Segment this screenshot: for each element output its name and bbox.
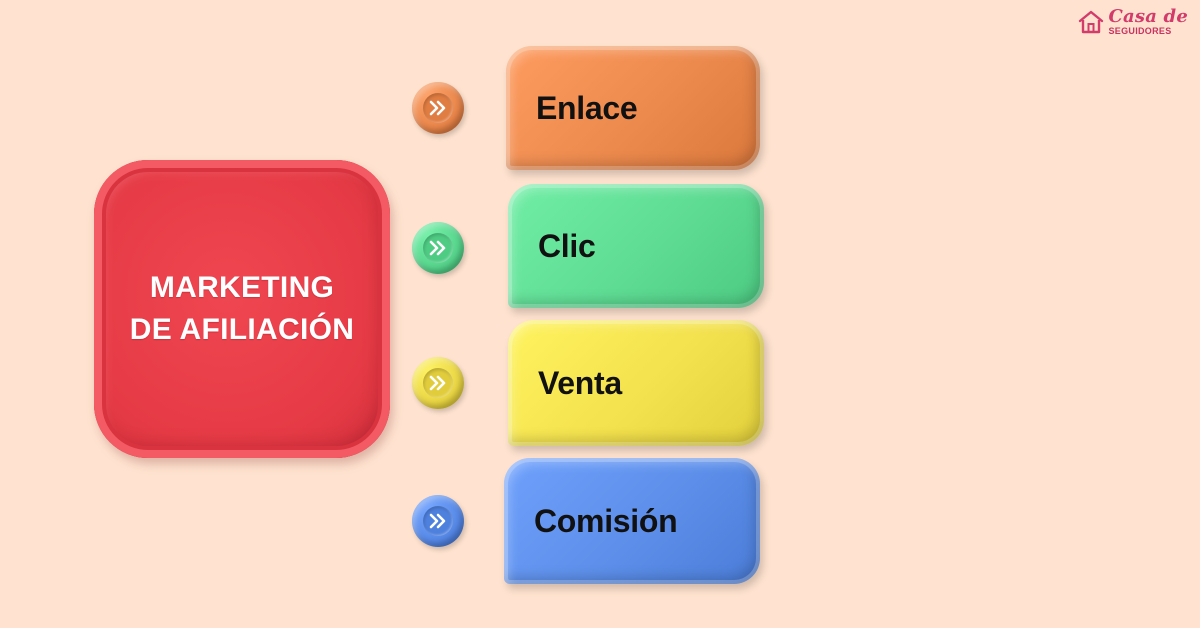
- arrow-inner: [423, 93, 453, 123]
- double-chevron-right-icon: [429, 100, 446, 116]
- step-label: Clic: [538, 227, 596, 264]
- step-card-enlace: Enlace: [506, 46, 760, 170]
- arrow-button-comision: [412, 495, 464, 547]
- logo-wordmark: Casa de SEGUIDORES: [1109, 8, 1189, 36]
- double-chevron-right-icon: [429, 513, 446, 529]
- brand-logo: Casa de SEGUIDORES: [1077, 8, 1189, 36]
- arrow-button-venta: [412, 357, 464, 409]
- logo-line-2: SEGUIDORES: [1108, 26, 1172, 36]
- main-concept-tile: MARKETING DE AFILIACIÓN: [94, 160, 390, 458]
- arrow-inner: [423, 368, 453, 398]
- arrow-inner: [423, 233, 453, 263]
- arrow-button-enlace: [412, 82, 464, 134]
- step-label: Comisión: [534, 502, 678, 539]
- house-icon: [1078, 10, 1103, 34]
- double-chevron-right-icon: [429, 240, 446, 256]
- step-card-comision: Comisión: [504, 458, 760, 584]
- double-chevron-right-icon: [429, 375, 446, 391]
- step-card-clic: Clic: [508, 184, 764, 308]
- logo-line-1: Casa de: [1108, 6, 1188, 27]
- step-label: Venta: [538, 364, 622, 401]
- main-title: MARKETING DE AFILIACIÓN: [129, 271, 355, 346]
- arrow-button-clic: [412, 222, 464, 274]
- arrow-inner: [423, 506, 453, 536]
- step-card-venta: Venta: [508, 320, 764, 446]
- step-label: Enlace: [536, 89, 638, 126]
